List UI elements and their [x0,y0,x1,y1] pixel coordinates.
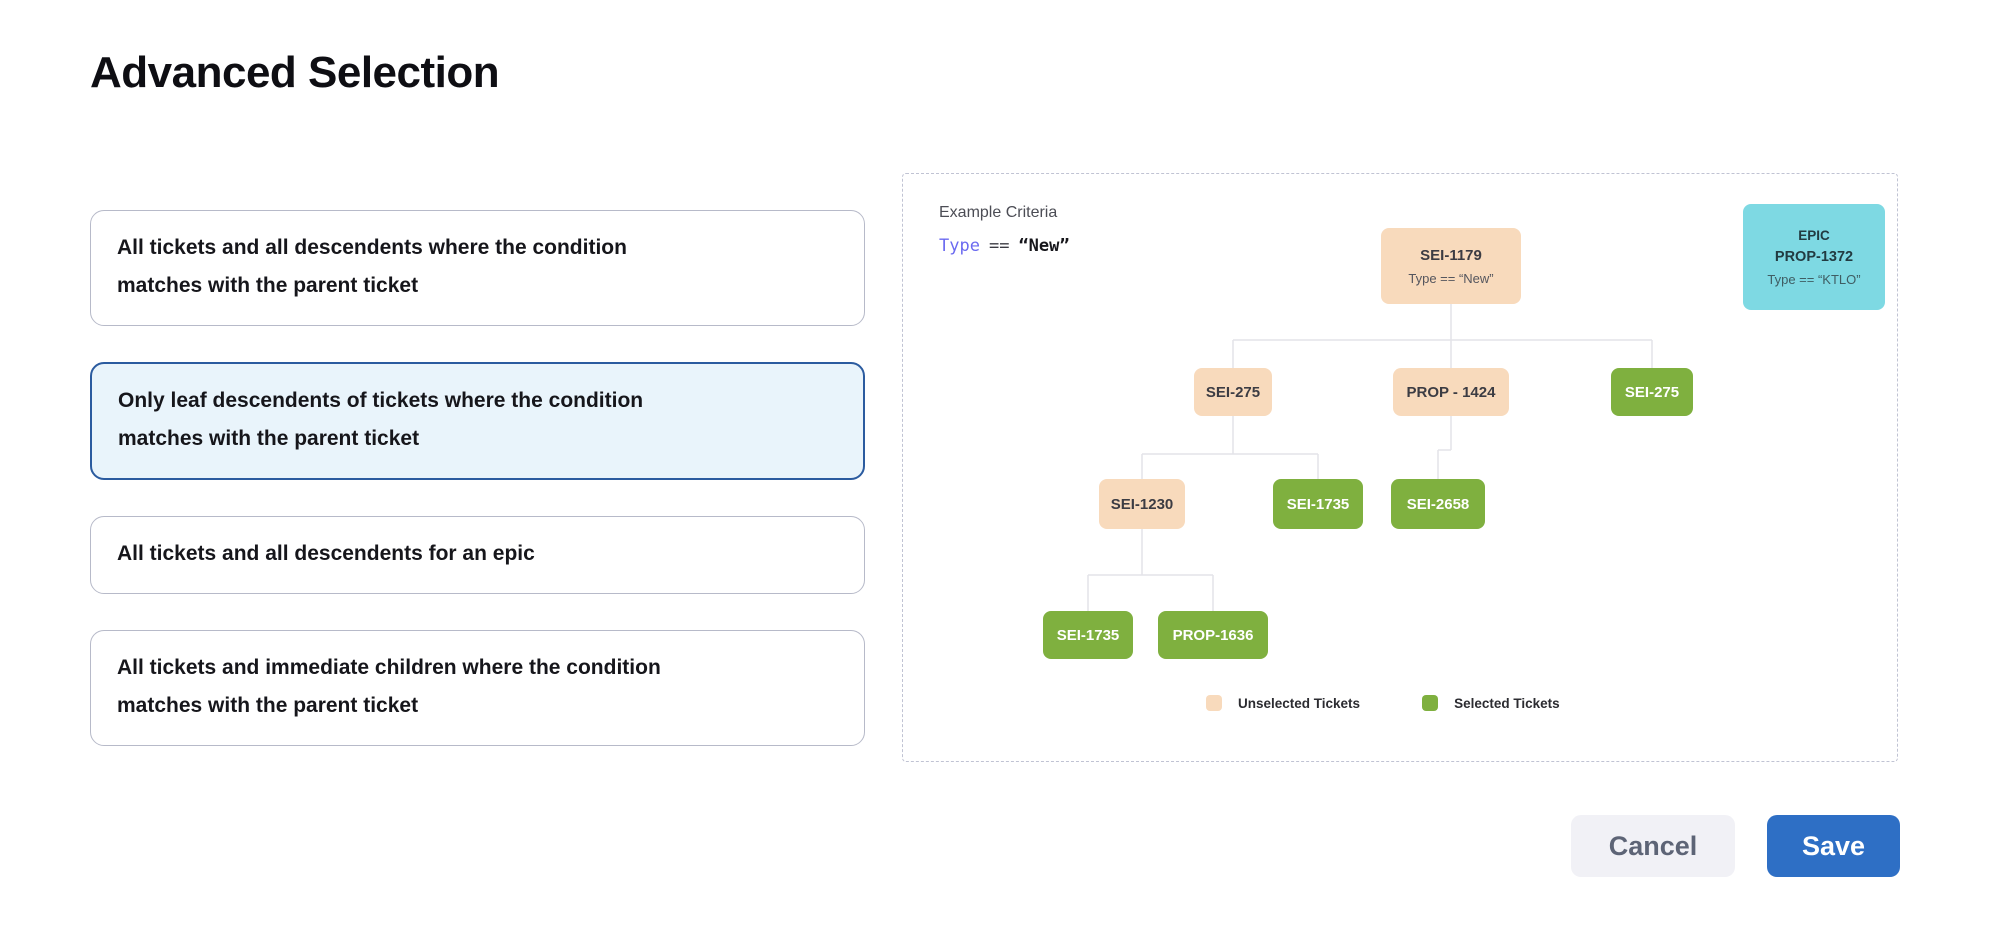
tree-node-sei-1735-leaf: SEI-1735 [1043,611,1133,659]
tree-connectors [1087,304,1653,611]
tree-node-sei-275-right: SEI-275 [1611,368,1693,416]
legend: Unselected Tickets Selected Tickets [1206,695,1560,711]
cancel-button[interactable]: Cancel [1571,815,1735,877]
option-card-leaf-descendents[interactable]: Only leaf descendents of tickets where t… [90,362,865,480]
criteria-value: “New” [1018,236,1070,256]
save-button[interactable]: Save [1767,815,1900,877]
tree-node-sei-1230: SEI-1230 [1099,479,1185,529]
legend-label-unselected: Unselected Tickets [1238,695,1361,711]
option-card-all-descendents[interactable]: All tickets and all descendents where th… [90,210,865,326]
criteria-operator: == [988,236,1010,256]
page-title: Advanced Selection [90,48,500,97]
legend-swatch-selected [1422,695,1439,711]
tree-node-prop-1636: PROP-1636 [1158,611,1268,659]
tree-node-sei-1735-mid: SEI-1735 [1273,479,1363,529]
option-card-epic-descendents[interactable]: All tickets and all descendents for an e… [90,516,865,594]
legend-item-selected: Selected Tickets [1422,695,1560,711]
criteria-field: Type [939,236,980,256]
example-criteria-heading: Example Criteria [939,204,1058,221]
tree-node-sei-275-left: SEI-275 [1194,368,1272,416]
legend-label-selected: Selected Tickets [1454,695,1560,711]
option-list: All tickets and all descendents where th… [90,210,865,746]
legend-swatch-unselected [1206,695,1222,711]
example-criteria-expression: Type == “New” [939,236,1070,256]
tree-node-prop-1424: PROP - 1424 [1393,368,1509,416]
tree-node-sei-2658: SEI-2658 [1391,479,1485,529]
option-card-immediate-children[interactable]: All tickets and immediate children where… [90,630,865,746]
legend-item-unselected: Unselected Tickets [1206,695,1360,711]
